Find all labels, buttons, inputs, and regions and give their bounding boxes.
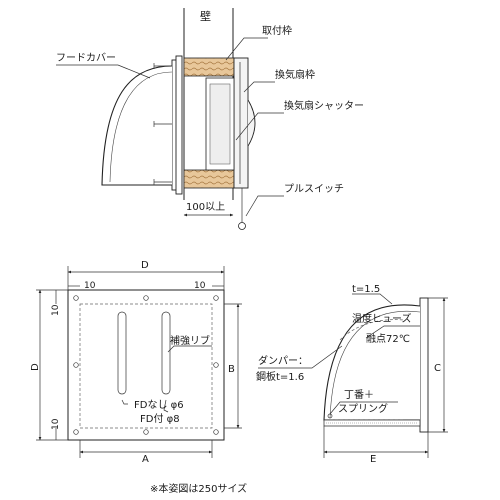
damper-material-label: 鋼板t=1.6	[256, 370, 304, 383]
pull-switch-label: プルスイッチ	[284, 183, 344, 195]
leader-lines	[56, 37, 284, 217]
mount-frame	[183, 57, 235, 189]
screw-holes	[73, 295, 219, 435]
dim-10-left: 10	[84, 281, 96, 291]
hood-side-view: t=1.5 温度ヒューズ 融点72℃ ダンパー： 鋼板t=1.6 丁番＋ スプリ…	[256, 284, 448, 465]
hinge-label: 丁番＋	[344, 389, 374, 401]
screws	[153, 63, 172, 185]
dim-d-top: D	[141, 260, 149, 271]
dim-d-left: D	[30, 363, 41, 371]
side-section-view: 壁	[56, 8, 364, 230]
rib-label: 補強リブ	[170, 334, 210, 347]
hood-cover-label: フードカバー	[56, 52, 116, 64]
thickness-label: t=1.5	[352, 284, 380, 295]
dim-b: B	[228, 364, 235, 375]
fd-none-label: FDなし φ6	[134, 399, 184, 411]
fan-frame-label: 換気扇枠	[275, 68, 315, 81]
size-note: ※本姿図は250サイズ	[150, 482, 247, 495]
damper-label: ダンパー：	[258, 354, 308, 367]
dim-10-vtop: 10	[51, 304, 61, 316]
dim-a: A	[142, 454, 149, 465]
spring-label: スプリング	[338, 402, 388, 415]
reinforcement-ribs	[117, 311, 171, 395]
temp-fuse-label: 温度ヒューズ	[352, 312, 412, 325]
fan-frame	[233, 57, 249, 189]
wall-label: 壁	[200, 9, 211, 23]
dim-e: E	[370, 454, 376, 465]
fan-shutter-label: 換気扇シャッター	[284, 99, 364, 112]
melt-point-label: 融点72℃	[366, 333, 410, 345]
mount-frame-label: 取付枠	[262, 24, 292, 37]
dim-10-right: 10	[194, 281, 206, 291]
hood-cover	[101, 55, 183, 195]
pull-switch	[238, 188, 246, 230]
fd-with-label: FD付 φ8	[140, 412, 180, 425]
dim-c: C	[434, 363, 441, 374]
dim-10-vbottom: 10	[51, 418, 61, 430]
min-length-label: 100以上	[186, 201, 225, 213]
front-view: D 10 10 D 10 10 A B 補強リブ FDなし φ6 FD付 φ8	[30, 260, 242, 465]
fan-shutter	[205, 77, 256, 171]
